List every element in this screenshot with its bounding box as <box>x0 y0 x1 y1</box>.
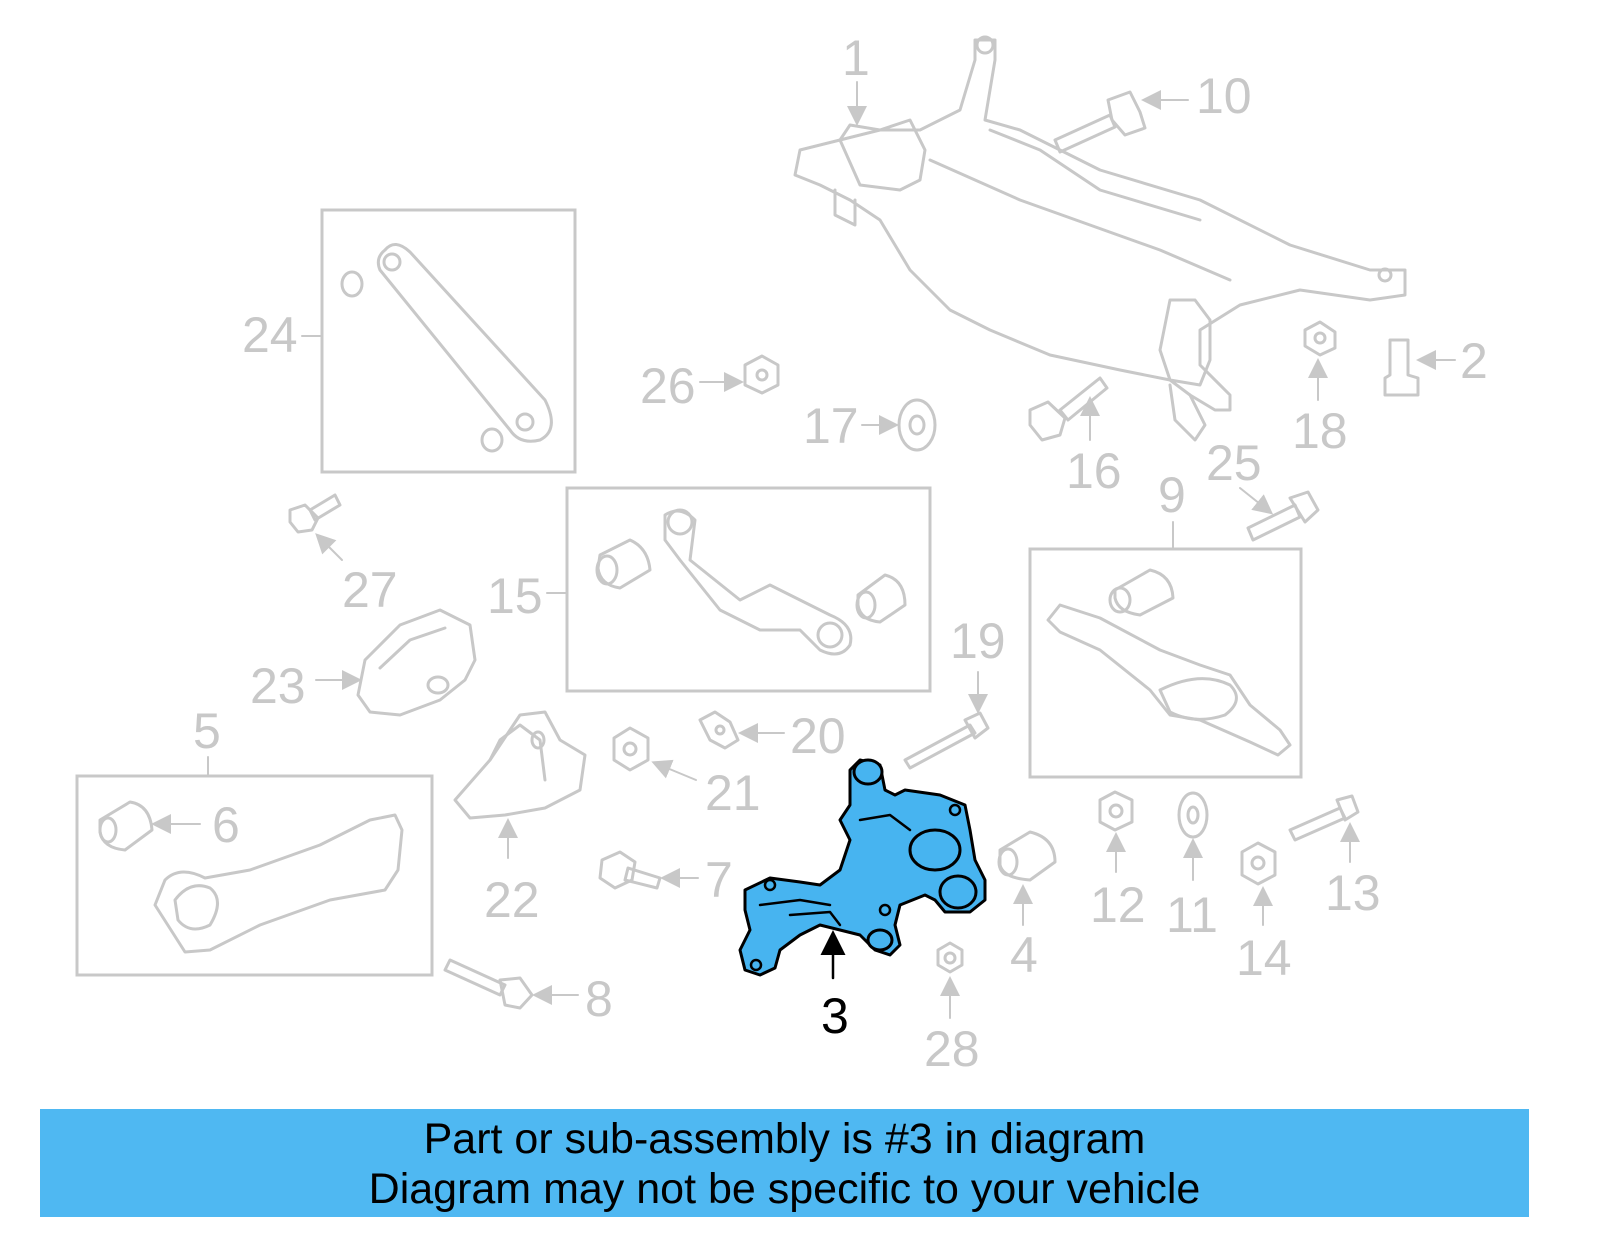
svg-text:18: 18 <box>1292 403 1348 459</box>
nut-part-28 <box>936 941 964 974</box>
svg-text:22: 22 <box>484 872 540 928</box>
svg-text:8: 8 <box>585 971 613 1027</box>
callout-18: 18 <box>1292 358 1348 459</box>
box-part-5 <box>75 774 434 977</box>
bolt-part-2 <box>1383 338 1420 397</box>
callout-25: 25 <box>1206 435 1274 515</box>
svg-text:25: 25 <box>1206 435 1262 491</box>
callout-10: 10 <box>1141 68 1252 124</box>
svg-text:24: 24 <box>242 307 298 363</box>
svg-text:16: 16 <box>1066 443 1122 499</box>
callout-20: 20 <box>738 708 846 764</box>
banner-line-disclaimer: Diagram may not be specific to your vehi… <box>368 1165 1201 1213</box>
bolt-part-7 <box>598 850 662 890</box>
svg-text:11: 11 <box>1166 887 1218 943</box>
bolt-part-16 <box>1028 376 1109 442</box>
cover-part-23 <box>356 608 477 717</box>
svg-text:7: 7 <box>705 852 733 908</box>
svg-text:10: 10 <box>1196 68 1252 124</box>
callout-2: 2 <box>1416 333 1488 389</box>
callout-19: 19 <box>950 613 1006 714</box>
nut-part-26 <box>743 354 780 395</box>
washer-part-17 <box>897 398 937 452</box>
svg-text:27: 27 <box>342 562 398 618</box>
bolt-part-13 <box>1288 794 1360 842</box>
callout-5: 5 <box>193 703 221 777</box>
mount-part-22 <box>453 710 587 820</box>
washer-part-11 <box>1177 791 1209 839</box>
box-part-24 <box>320 208 577 474</box>
svg-text:9: 9 <box>1158 467 1186 523</box>
svg-text:17: 17 <box>803 398 859 454</box>
svg-text:23: 23 <box>250 658 306 714</box>
bolt-part-27 <box>288 493 342 534</box>
banner-line-part-number: Part or sub-assembly is #3 in diagram <box>423 1115 1146 1163</box>
info-banner: Part or sub-assembly is #3 in diagram Di… <box>40 1109 1529 1217</box>
bushing-part-4 <box>997 830 1057 882</box>
bolt-part-25 <box>1246 490 1320 542</box>
callout-23: 23 <box>250 658 362 714</box>
svg-text:14: 14 <box>1236 930 1292 986</box>
callout-14: 14 <box>1236 886 1292 986</box>
callout-1: 1 <box>842 30 870 126</box>
callout-7: 7 <box>660 852 733 908</box>
svg-text:26: 26 <box>640 358 696 414</box>
nut-part-21 <box>612 726 650 772</box>
svg-text:2: 2 <box>1460 333 1488 389</box>
svg-text:15: 15 <box>487 568 543 624</box>
svg-text:12: 12 <box>1090 877 1146 933</box>
callout-28: 28 <box>924 976 980 1077</box>
bolt-part-8 <box>443 958 534 1010</box>
svg-text:13: 13 <box>1325 865 1381 921</box>
callout-11: 11 <box>1166 838 1218 943</box>
callout-6: 6 <box>151 797 240 853</box>
nut-part-12 <box>1098 790 1134 832</box>
svg-text:3: 3 <box>821 988 849 1044</box>
bracket-part-20 <box>698 710 740 750</box>
callout-17: 17 <box>803 398 899 454</box>
callout-27: 27 <box>315 533 398 618</box>
svg-text:19: 19 <box>950 613 1006 669</box>
bolt-part-19 <box>903 711 990 770</box>
callout-26: 26 <box>640 358 744 414</box>
callout-8: 8 <box>532 971 613 1027</box>
nut-part-14 <box>1240 841 1277 886</box>
callout-4: 4 <box>1010 884 1038 983</box>
svg-text:4: 4 <box>1010 927 1038 983</box>
svg-text:6: 6 <box>212 797 240 853</box>
callout-24: 24 <box>242 307 323 363</box>
svg-text:1: 1 <box>842 30 870 86</box>
callout-21: 21 <box>651 759 761 821</box>
nut-part-18 <box>1303 320 1337 357</box>
callout-9: 9 <box>1158 467 1186 550</box>
subframe-part-1 <box>793 35 1407 442</box>
callout-12: 12 <box>1090 832 1146 933</box>
knuckle-part-3-highlighted <box>738 758 987 977</box>
parts-diagram: 1 10 2 18 16 <box>75 30 1488 1077</box>
svg-text:28: 28 <box>924 1021 980 1077</box>
bolt-part-10 <box>1053 90 1147 154</box>
callout-16: 16 <box>1066 396 1122 499</box>
callout-15: 15 <box>487 568 568 624</box>
callout-3: 3 <box>820 930 849 1044</box>
box-part-15 <box>565 486 932 693</box>
svg-text:21: 21 <box>705 765 761 821</box>
svg-text:5: 5 <box>193 703 221 759</box>
box-part-9 <box>1028 547 1303 779</box>
callout-13: 13 <box>1325 822 1381 921</box>
callout-22: 22 <box>484 818 540 928</box>
svg-text:20: 20 <box>790 708 846 764</box>
